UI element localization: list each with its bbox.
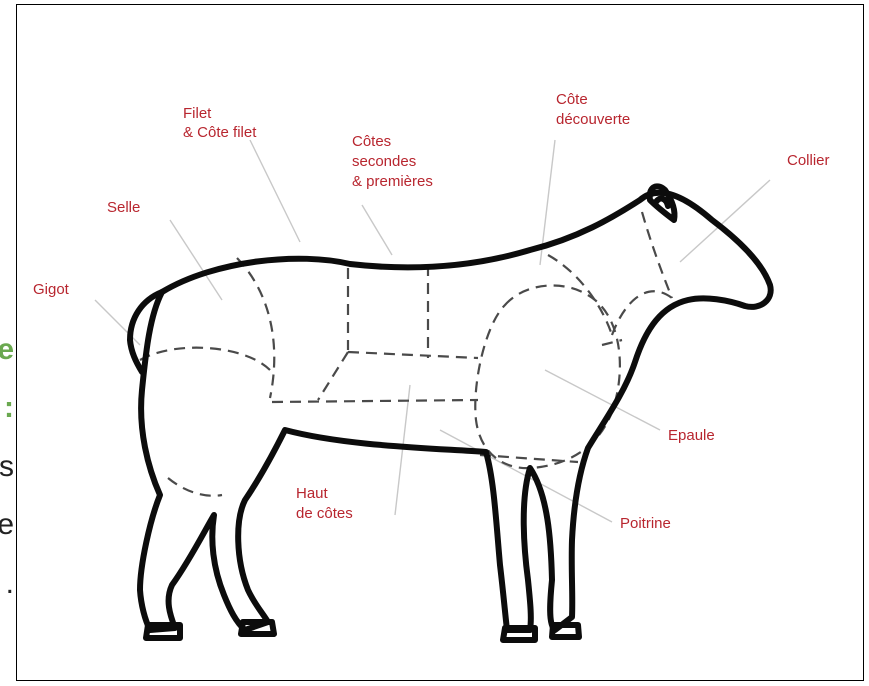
cut-line-hind-shank: [168, 478, 222, 496]
cut-line-epaule: [475, 285, 620, 468]
leader-line-filet: [250, 140, 300, 242]
cut-line-haut-de-cotes: [272, 400, 478, 402]
cut-line-selle-gigot: [237, 258, 274, 398]
leader-line-collier: [680, 180, 770, 262]
label-cotes-secondes-premieres: Côtes secondes & premières: [352, 133, 433, 190]
cut-line-collier-back: [642, 212, 672, 298]
label-collier: Collier: [787, 152, 830, 169]
lamb-outline: [130, 186, 771, 640]
label-cote-decouverte: Côte découverte: [556, 91, 630, 128]
leader-line-selle: [170, 220, 222, 300]
label-filet: Filet & Côte filet: [183, 105, 257, 141]
label-haut-de-cotes: Haut de côtes: [296, 485, 353, 522]
hoof-front-left: [503, 628, 535, 640]
cut-lines: [140, 212, 672, 496]
label-gigot: Gigot: [33, 281, 70, 298]
leader-line-cotes: [362, 205, 392, 255]
cut-line-cotes-bottom: [348, 352, 478, 358]
cut-line-diagonal: [318, 352, 348, 400]
label-selle: Selle: [107, 199, 140, 216]
label-epaule: Epaule: [668, 427, 715, 444]
cut-line-gigot-top: [140, 348, 270, 370]
cut-line-cote-decouverte: [548, 255, 612, 335]
body-outline: [140, 193, 771, 630]
label-poitrine: Poitrine: [620, 515, 671, 532]
